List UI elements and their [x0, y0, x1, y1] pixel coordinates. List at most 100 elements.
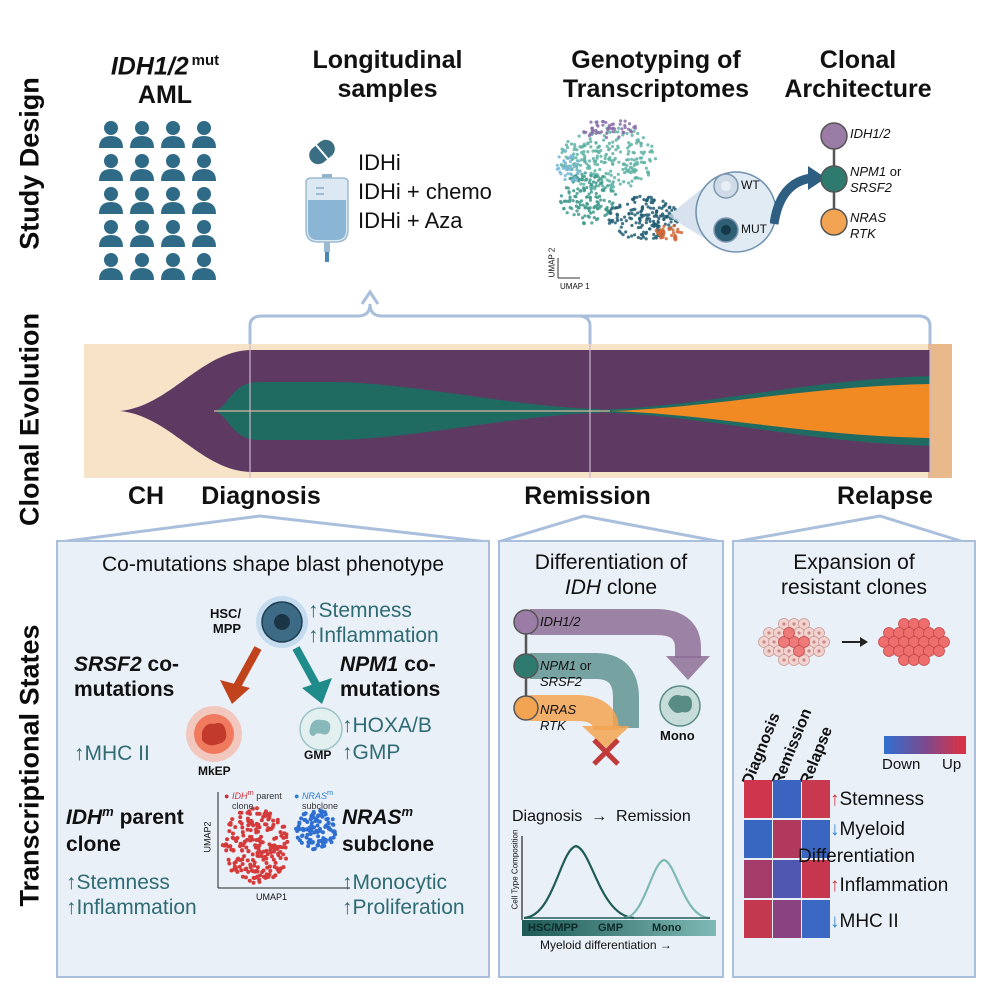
- treatment-item: IDHi + Aza: [358, 208, 463, 233]
- mkep-label: MkEP: [198, 764, 231, 778]
- p2-node3-label: NRAS RTK: [540, 702, 577, 733]
- heatmap-cell: [773, 900, 801, 938]
- p2-node1-label: IDH1/2: [540, 614, 581, 629]
- mkep-cell-icon: [186, 706, 242, 762]
- person-icon: [161, 121, 185, 148]
- npm1-label: NPM1 co- mutations: [340, 653, 441, 701]
- differentiation-arrows: [220, 646, 332, 704]
- hsc-label: HSC/MPP: [210, 606, 242, 636]
- person-icon: [99, 154, 123, 181]
- person-icon: [130, 154, 154, 181]
- mono-label: Mono: [660, 728, 695, 743]
- heatmap-cell: [773, 780, 801, 818]
- density-tick: Mono: [652, 922, 682, 934]
- clonal-tree-graphic: [820, 122, 848, 236]
- heatmap-cell: [744, 820, 772, 858]
- person-icon: [161, 220, 185, 247]
- heatmap-row-label: Differentiation: [798, 846, 915, 867]
- hsc-signatures: ↑Stemness ↑Inflammation: [308, 599, 439, 647]
- legend-down-label: Down: [882, 756, 921, 773]
- person-icon: [161, 253, 185, 280]
- scatter-legend-idh: ● IDHm parent clone: [224, 788, 282, 811]
- arch-node-label: NPM1 or SRSF2: [850, 164, 902, 195]
- heatmap-cell: [744, 860, 772, 898]
- clone-expansion-graphic: [758, 618, 950, 666]
- scatter-legend-nras: ● NRASm subclone: [294, 788, 339, 811]
- npm1-signatures: ↑HOXA/B ↑GMP: [342, 714, 432, 764]
- density-tick: GMP: [598, 922, 624, 934]
- timepoint-ch: CH: [127, 482, 165, 510]
- heatmap-row-label: ↓Myeloid: [830, 819, 905, 840]
- heatmap-color-legend: [884, 736, 966, 754]
- mut-label: MUT: [741, 222, 767, 236]
- person-icon: [192, 121, 216, 148]
- arch-node-label: NRAS RTK: [850, 210, 887, 241]
- legend-up-label: Up: [942, 756, 962, 773]
- person-icon: [192, 220, 216, 247]
- idh-parent-signatures: ↑Stemness ↑Inflammation: [66, 871, 197, 919]
- person-icon: [130, 121, 154, 148]
- person-icon: [99, 253, 123, 280]
- heatmap-cell: [802, 780, 830, 818]
- timepoint-diagnosis: Diagnosis: [201, 482, 321, 510]
- heatmap-cell: [802, 900, 830, 938]
- person-icon: [99, 220, 123, 247]
- gmp-label: GMP: [304, 748, 332, 762]
- person-icon: [99, 121, 123, 148]
- panel3-title: Expansion of resistant clones: [781, 551, 927, 599]
- differentiation-flow-graphic: [513, 609, 710, 766]
- heatmap-cell: [802, 860, 830, 898]
- gmp-cell-icon: [299, 707, 343, 751]
- timepoint-remission: Remission: [524, 482, 651, 510]
- person-icon: [192, 187, 216, 214]
- treatment-list: IDHi IDHi + chemo IDHi + Aza: [358, 148, 492, 235]
- timepoint-relapse: Relapse: [837, 482, 933, 510]
- nras-subclone-signatures: ↑Monocytic ↑Proliferation: [342, 871, 465, 919]
- density-x-label: Myeloid differentiation →: [540, 938, 672, 952]
- srsf2-label: SRSF2 co- mutations: [74, 653, 180, 701]
- treatment-item: IDHi + chemo: [358, 179, 492, 204]
- nras-subclone-label: NRASm subclone: [342, 804, 435, 856]
- panel2-title: Differentiation of IDH clone: [534, 551, 688, 599]
- hsc-cell-icon: [256, 596, 308, 648]
- curved-arrow-icon: [770, 166, 826, 225]
- iv-bag-icon: [305, 139, 349, 262]
- heatmap-cell: [802, 820, 830, 858]
- umap-cluster-graphic: [555, 119, 777, 279]
- panel-resistant-clones: Expansion of resistant clones Down Up Di…: [732, 540, 976, 978]
- genotyping-title: Genotyping of Transcriptomes: [562, 46, 750, 103]
- wt-label: WT: [741, 178, 760, 192]
- umap-x-label: UMAP 1: [560, 282, 590, 291]
- idh-parent-label: IDHm parent clone: [66, 804, 184, 856]
- umap-y-label: UMAP 2: [547, 247, 557, 278]
- panel1-title: Co-mutations shape blast phenotype: [101, 553, 445, 576]
- density-tick: HSC/MPP: [528, 922, 579, 934]
- patient-cohort-icon: [99, 121, 216, 280]
- panel-connectors: [59, 514, 965, 544]
- architecture-title: Clonal Architecture: [784, 46, 932, 103]
- composition-density-plot: [521, 836, 711, 920]
- scatter-y-label: UMAP2: [202, 821, 213, 853]
- panel-differentiation: Differentiation of IDH clone IDH1/2 NPM1…: [498, 540, 724, 978]
- p2-node2-label: NPM1 or SRSF2: [540, 658, 592, 689]
- panel-comutations: Co-mutations shape blast phenotype HSC/M…: [56, 540, 490, 978]
- treatment-item: IDHi: [358, 150, 401, 175]
- person-icon: [192, 154, 216, 181]
- longitudinal-title: Longitudinal samples: [312, 46, 463, 103]
- person-icon: [130, 220, 154, 247]
- heatmap-row-label: ↓MHC II: [830, 911, 899, 932]
- person-icon: [161, 154, 185, 181]
- side-label-study-design: Study Design: [14, 77, 45, 250]
- person-icon: [161, 187, 185, 214]
- side-label-clonal-evolution: Clonal Evolution: [14, 313, 45, 526]
- person-icon: [99, 187, 123, 214]
- arch-node-label: IDH1/2: [850, 126, 891, 141]
- heatmap-cell: [773, 820, 801, 858]
- density-x-bar: [522, 920, 716, 936]
- person-icon: [130, 253, 154, 280]
- clone-umap-scatter: [217, 792, 350, 889]
- heatmap-cell: [744, 900, 772, 938]
- scatter-x-label: UMAP1: [256, 892, 288, 902]
- person-icon: [192, 253, 216, 280]
